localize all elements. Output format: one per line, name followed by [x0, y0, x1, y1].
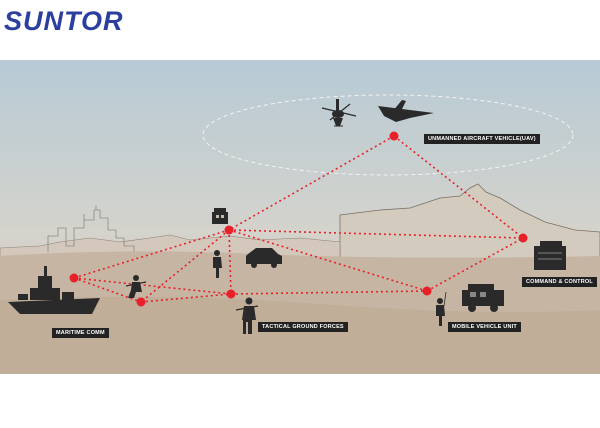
link-hq-command — [228, 229, 524, 239]
soldier-crouching-icon — [125, 275, 147, 298]
link-hq-tactical — [228, 229, 232, 295]
command-building-icon — [534, 241, 566, 270]
node-field-hq — [224, 225, 234, 235]
truck-icon — [462, 284, 504, 312]
network-diagram: UNMANNED AIRCRAFT VEHICLE(UAV) COMMAND &… — [0, 60, 600, 374]
uav-orbit-ring — [202, 94, 574, 176]
link-mobile-command — [426, 237, 524, 292]
node-mobile — [422, 286, 432, 296]
ground-foreground — [0, 296, 600, 374]
link-hq-maritime — [73, 229, 230, 279]
label-tactical: TACTICAL GROUND FORCES — [258, 322, 348, 332]
comm-links — [73, 135, 524, 303]
suntor-logo: SUNTOR — [4, 6, 124, 36]
node-command — [518, 233, 528, 243]
label-mobile: MOBILE VEHICLE UNIT — [448, 322, 521, 332]
link-squad-tactical — [140, 293, 232, 303]
node-squad — [136, 297, 146, 307]
node-tactical — [226, 289, 236, 299]
building-icon — [212, 208, 228, 224]
link-maritime-squad — [73, 277, 142, 303]
diagram-canvas — [0, 60, 600, 374]
node-maritime — [69, 273, 79, 283]
label-uav: UNMANNED AIRCRAFT VEHICLE(UAV) — [424, 134, 540, 144]
helicopter-icon — [321, 99, 357, 127]
antenna-icon — [443, 291, 447, 307]
city-skyline — [47, 205, 135, 252]
uav-icon — [378, 100, 434, 122]
link-hq-squad — [140, 229, 230, 303]
footer-blank — [0, 374, 600, 428]
header: SUNTOR — [0, 0, 600, 60]
soldier-standing-icon — [213, 250, 222, 278]
tactical-soldier-icon — [235, 297, 259, 334]
label-maritime: MARITIME COMM — [52, 328, 109, 338]
mountain-range — [339, 183, 600, 261]
label-command: COMMAND & CONTROL — [522, 277, 597, 287]
link-uav-tactical-hq — [228, 135, 395, 231]
link-maritime-tactical — [73, 277, 232, 295]
antenna-soldier-icon — [436, 291, 447, 326]
ship-icon — [8, 266, 100, 314]
vehicle-icon — [246, 248, 282, 268]
node-uav — [389, 131, 399, 141]
network-nodes — [69, 131, 528, 307]
